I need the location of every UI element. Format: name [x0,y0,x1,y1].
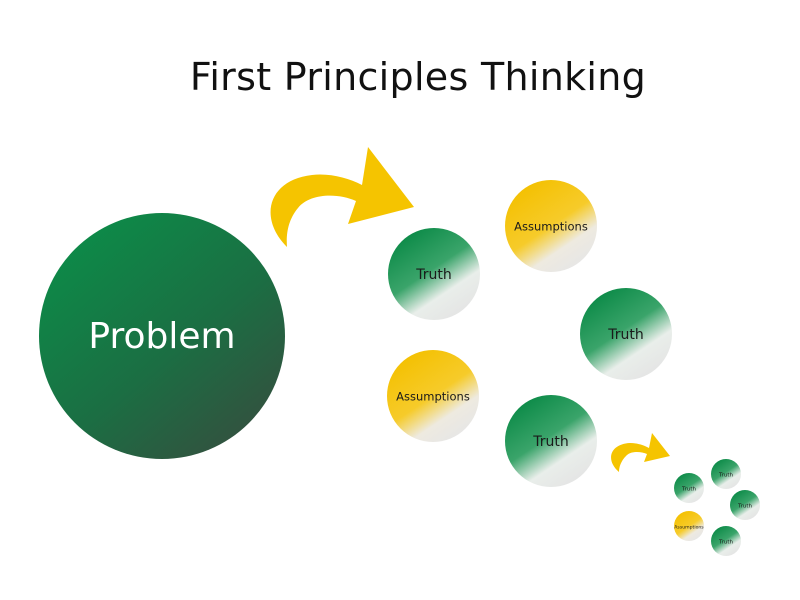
mid-assumption-node: Assumptions [505,180,597,272]
page-title: First Principles Thinking [189,55,647,99]
problem-circle [39,213,285,459]
mid-truth-node: Truth [388,228,480,320]
small-truth-label: Truth [718,473,733,479]
small-curved-arrow-icon [611,433,670,472]
small-assumption-label: Assumptions [674,525,704,531]
small-truth-label: Truth [681,487,696,493]
small-truth-node: Truth [711,459,741,489]
curved-arrow-icon [270,147,414,247]
mid-truth-label: Truth [532,434,569,450]
mid-truth-label: Truth [415,267,452,283]
small-truth-node: Truth [711,526,741,556]
small-assumption-node: Assumptions [674,511,704,541]
mid-assumption-label: Assumptions [514,220,588,234]
small-truth-circle [674,473,704,503]
mid-truth-circle [505,395,597,487]
mid-assumption-label: Assumptions [396,390,470,404]
small-truth-circle [711,526,741,556]
mid-truth-circle [388,228,480,320]
small-truth-label: Truth [737,504,752,510]
mid-assumption-circle [387,350,479,442]
mid-truth-circle [580,288,672,380]
mid-truth-node: Truth [505,395,597,487]
mid-assumption-node: Assumptions [387,350,479,442]
small-truth-node: Truth [730,490,760,520]
mid-truth-node: Truth [580,288,672,380]
small-assumption-circle [674,511,704,541]
small-truth-label: Truth [718,540,733,546]
small-truth-circle [711,459,741,489]
problem-node: Problem [39,213,285,459]
problem-label: Problem [88,316,235,357]
mid-assumption-circle [505,180,597,272]
small-truth-circle [730,490,760,520]
small-truth-node: Truth [674,473,704,503]
mid-truth-label: Truth [607,327,644,343]
